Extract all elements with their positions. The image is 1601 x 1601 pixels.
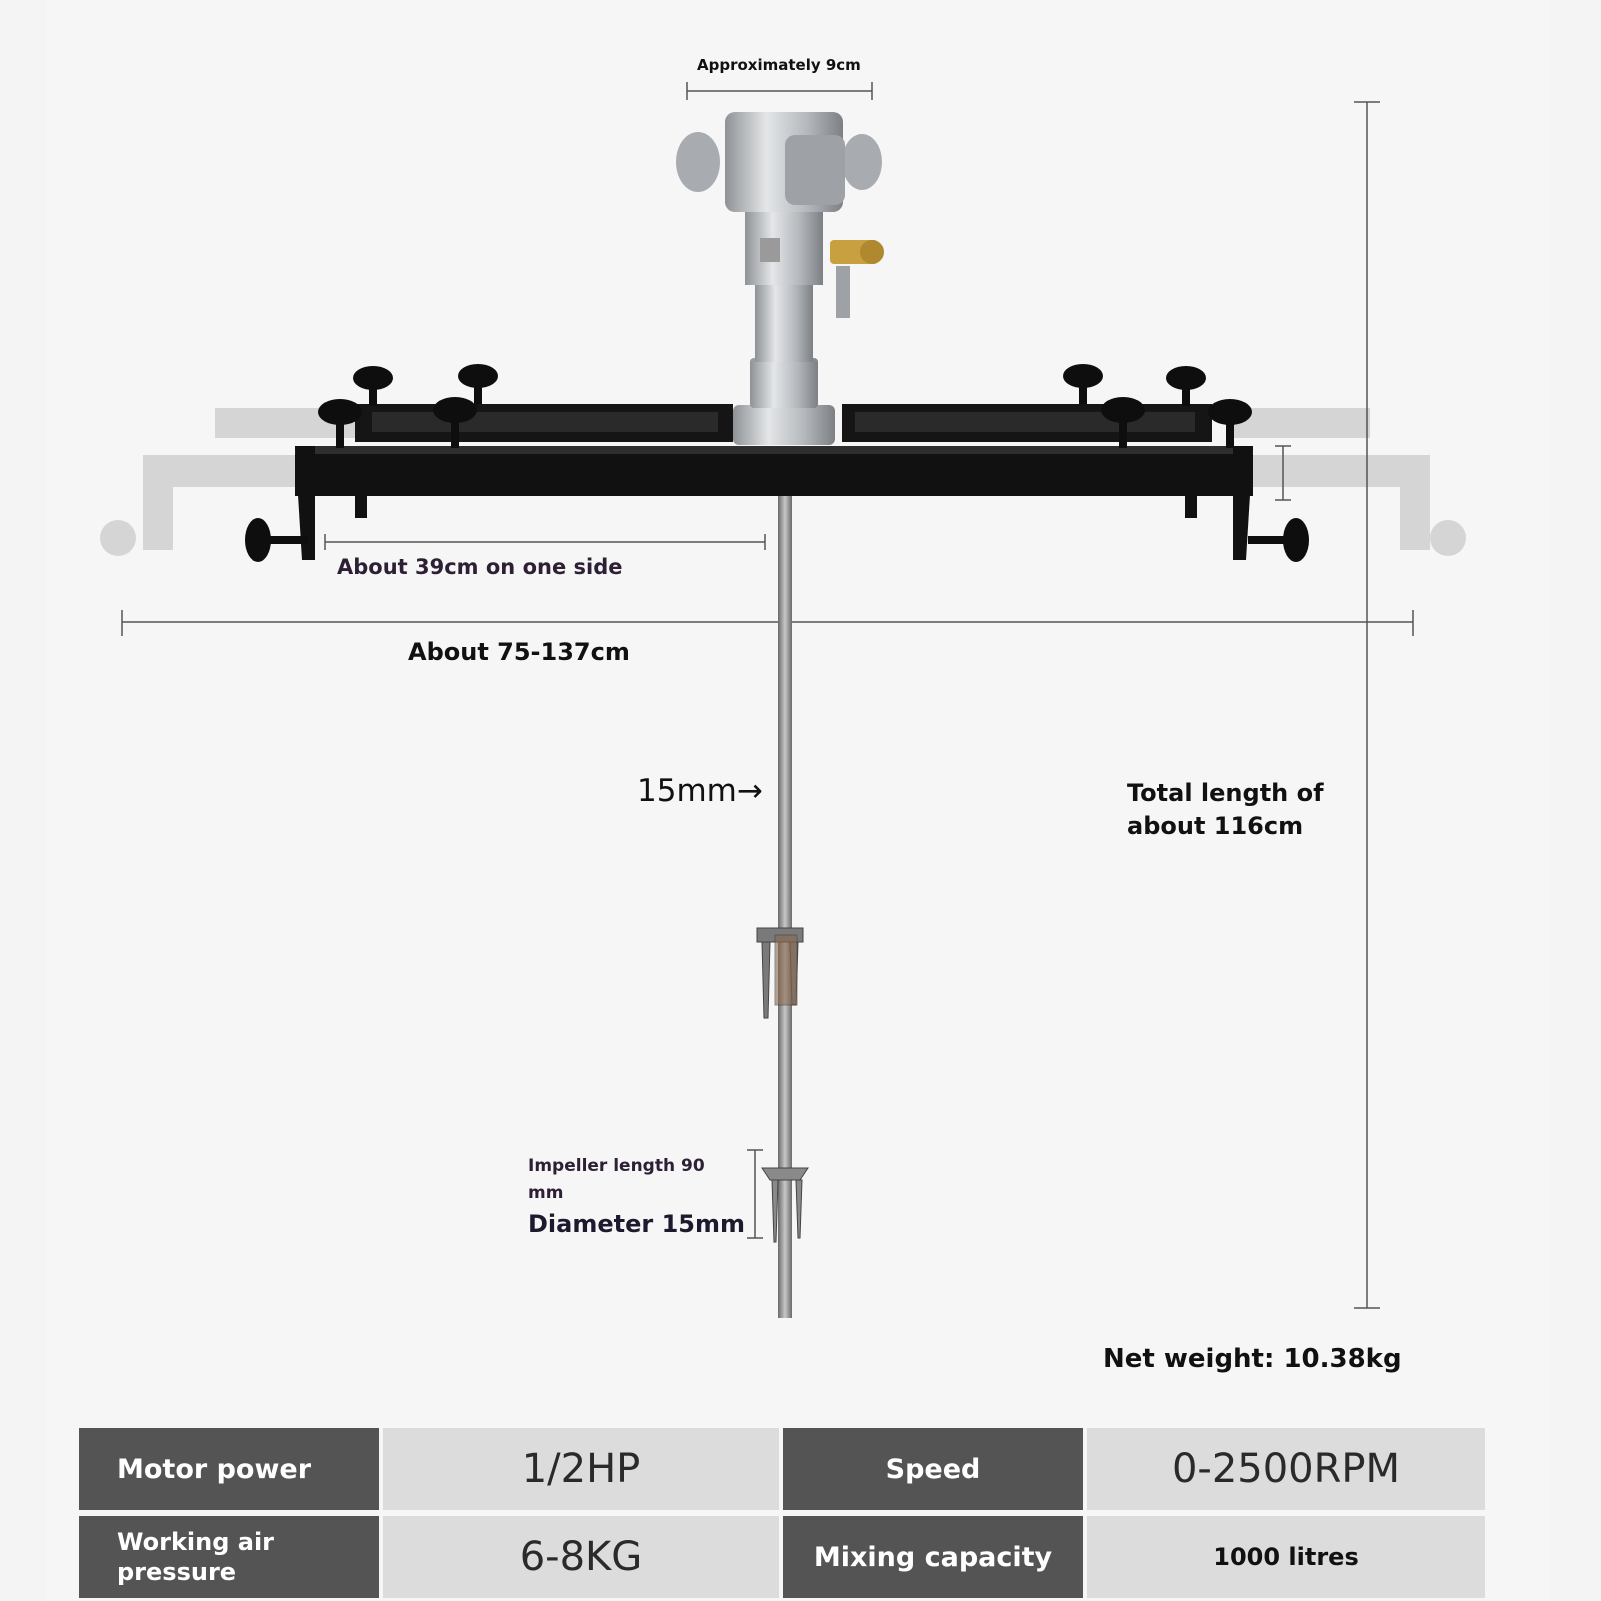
knob-icon — [1166, 366, 1206, 406]
knob-icon — [1101, 397, 1145, 448]
dimension-one-side — [324, 534, 766, 550]
spec-key-motor-power: Motor power — [79, 1428, 379, 1510]
dimension-impeller — [747, 1149, 763, 1239]
spec-value-capacity: 1000 litres — [1087, 1516, 1485, 1598]
spec-value-speed: 0-2500RPM — [1087, 1428, 1485, 1510]
knob-icon — [245, 518, 308, 562]
dimension-span — [121, 610, 1414, 636]
mixer-shaft — [778, 490, 792, 1318]
total-length-label: Total length of about 116cm — [1127, 779, 1324, 840]
spec-key-air-pressure: Working air pressure — [79, 1516, 379, 1598]
knob-icon — [318, 399, 362, 448]
upper-impeller — [756, 927, 804, 1019]
air-motor — [676, 112, 884, 445]
net-weight-label: Net weight: 10.38kg — [1103, 1344, 1402, 1374]
dimension-frame-height — [1275, 445, 1291, 501]
knob-icon — [433, 397, 477, 448]
spec-key-speed: Speed — [783, 1428, 1083, 1510]
shaft-diameter-label: 15mm→ — [637, 773, 763, 809]
back-rail — [355, 404, 1212, 442]
knob-icon — [1248, 518, 1309, 562]
main-beam — [295, 446, 1253, 560]
dimension-total-length — [1354, 101, 1380, 1309]
impeller-diameter-label: Diameter 15mm — [528, 1210, 745, 1238]
span-label: About 75-137cm — [408, 638, 630, 666]
top-width-label: Approximately 9cm — [697, 56, 861, 74]
knob-icon — [458, 364, 498, 404]
clamp-knobs — [245, 364, 1309, 562]
dimension-9cm — [686, 82, 873, 100]
one-side-label: About 39cm on one side — [337, 555, 623, 579]
spec-value-motor-power: 1/2HP — [383, 1428, 779, 1510]
spec-table: Motor power 1/2HP Speed 0-2500RPM Workin… — [79, 1428, 1485, 1598]
knob-icon — [353, 366, 393, 406]
knob-icon — [1208, 399, 1252, 448]
lower-impeller — [761, 1167, 809, 1243]
knob-icon — [1063, 364, 1103, 404]
impeller-length-label: Impeller length 90 mm — [528, 1156, 705, 1203]
spec-value-air-pressure: 6-8KG — [383, 1516, 779, 1598]
spec-key-capacity: Mixing capacity — [783, 1516, 1083, 1598]
